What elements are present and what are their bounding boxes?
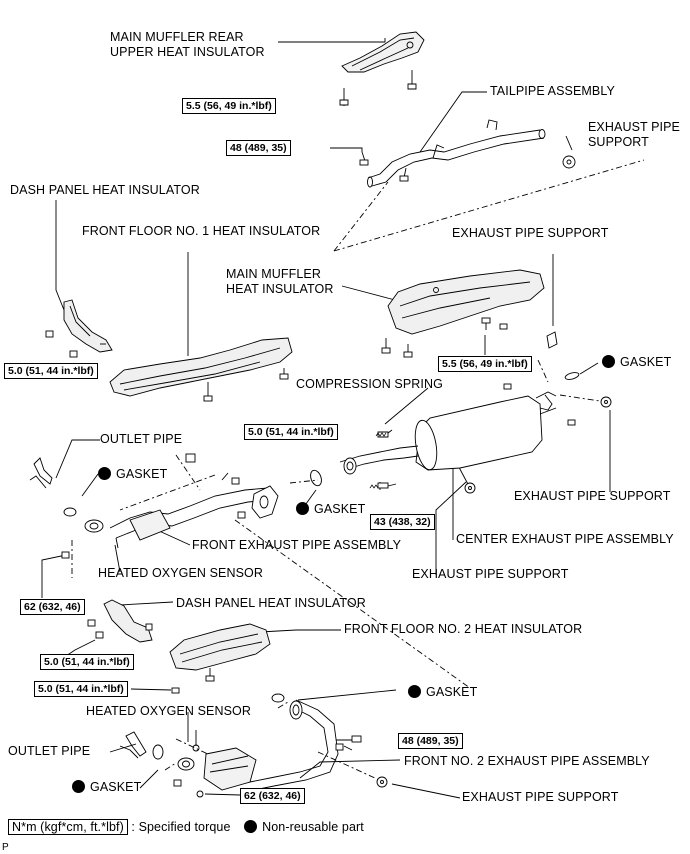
rear-upper-heat-insulator <box>339 31 425 106</box>
non-reusable-dot-icon <box>72 780 85 793</box>
torque-rear-insulator: 5.5 (56, 49 in.*lbf) <box>182 98 276 114</box>
label-outlet-pipe-top: OUTLET PIPE <box>100 432 183 446</box>
label-main-muffler-rear-upper-heat-insulator: MAIN MUFFLER REAR UPPER HEAT INSULATOR <box>110 30 265 60</box>
torque-muffler-insulator: 5.5 (56, 49 in.*lbf) <box>438 356 532 372</box>
label-gasket-left: GASKET <box>98 467 167 482</box>
label-dash-panel-heat-insulator-top: DASH PANEL HEAT INSULATOR <box>10 183 200 197</box>
label-exhaust-pipe-support-top: EXHAUST PIPE SUPPORT <box>588 120 680 149</box>
label-gasket-lower-right: GASKET <box>408 685 477 700</box>
gasket-center-text: GASKET <box>314 502 366 516</box>
label-front-exhaust-pipe-assembly: FRONT EXHAUST PIPE ASSEMBLY <box>192 538 402 552</box>
torque-sensor-bottom: 62 (632, 46) <box>240 788 305 804</box>
torque-spring: 43 (438, 32) <box>370 514 435 530</box>
label-gasket-center: GASKET <box>296 502 365 517</box>
torque-dash-bottom: 5.0 (51, 44 in.*lbf) <box>40 654 134 670</box>
label-outlet-pipe-bottom: OUTLET PIPE <box>8 744 91 758</box>
front-floor-no1-heat-insulator <box>109 337 293 402</box>
front-floor-no2-heat-insulator <box>169 623 271 694</box>
torque-floor2: 5.0 (51, 44 in.*lbf) <box>34 681 128 697</box>
non-reusable-dot-icon <box>408 685 421 698</box>
label-exhaust-pipe-support-bottom: EXHAUST PIPE SUPPORT <box>462 790 619 804</box>
label-gasket-right: GASKET <box>602 355 671 370</box>
torque-tailpipe: 48 (489, 35) <box>226 140 291 156</box>
gasket-lower-right-text: GASKET <box>426 685 478 699</box>
label-exhaust-pipe-support-upper: EXHAUST PIPE SUPPORT <box>452 226 609 240</box>
tailpipe-assembly <box>359 119 576 188</box>
torque-sensor-top: 62 (632, 46) <box>20 599 85 615</box>
label-main-muffler-heat-insulator: MAIN MUFFLER HEAT INSULATOR <box>226 267 334 296</box>
corner-mark: P <box>2 842 9 853</box>
torque-dash-top: 5.0 (51, 44 in.*lbf) <box>4 363 98 379</box>
label-gasket-bottom-left: GASKET <box>72 780 141 795</box>
legend-specified-torque: : Specified torque <box>131 820 231 834</box>
connection-lines <box>71 159 645 785</box>
outlet-pipe-bottom <box>119 731 147 759</box>
gasket-left-text: GASKET <box>116 467 168 481</box>
label-tailpipe-assembly: TAILPIPE ASSEMBLY <box>490 84 615 98</box>
non-reusable-dot-icon <box>602 355 615 368</box>
label-exhaust-pipe-support-mid: EXHAUST PIPE SUPPORT <box>412 567 569 581</box>
gasket-right-text: GASKET <box>620 355 672 369</box>
legend-unit-box: N*m (kgf*cm, ft.*lbf) <box>8 819 128 835</box>
label-front-floor-no1-heat-insulator: FRONT FLOOR NO. 1 HEAT INSULATOR <box>82 224 321 238</box>
center-exhaust-pipe-assembly <box>339 391 557 494</box>
main-muffler-heat-insulator <box>381 269 558 358</box>
legend-non-reusable-dot-icon <box>244 820 258 833</box>
label-dash-panel-heat-insulator-bottom: DASH PANEL HEAT INSULATOR <box>176 596 366 610</box>
label-compression-spring: COMPRESSION SPRING <box>296 377 443 391</box>
dash-panel-heat-insulator-top <box>45 299 113 358</box>
torque-front2: 48 (489, 35) <box>398 733 463 749</box>
label-heated-oxygen-sensor-top: HEATED OXYGEN SENSOR <box>98 566 263 580</box>
non-reusable-dot-icon <box>98 467 111 480</box>
legend-non-reusable: Non-reusable part <box>262 820 364 834</box>
label-exhaust-pipe-support-right: EXHAUST PIPE SUPPORT <box>514 489 671 503</box>
legend: N*m (kgf*cm, ft.*lbf) : Specified torque… <box>8 819 364 835</box>
label-line: MAIN MUFFLER REAR UPPER HEAT INSULATOR <box>110 30 265 59</box>
label-front-no2-exhaust-pipe-assembly: FRONT NO. 2 EXHAUST PIPE ASSEMBLY <box>404 754 650 768</box>
label-front-floor-no2-heat-insulator: FRONT FLOOR NO. 2 HEAT INSULATOR <box>344 622 583 636</box>
torque-floor1: 5.0 (51, 44 in.*lbf) <box>244 424 338 440</box>
dash-panel-heat-insulator-bottom <box>87 599 153 643</box>
gasket-right-parts <box>503 372 612 426</box>
gasket-bottom-left-text: GASKET <box>90 780 142 794</box>
outlet-pipe-top <box>29 457 53 489</box>
label-center-exhaust-pipe-assembly: CENTER EXHAUST PIPE ASSEMBLY <box>456 532 674 546</box>
non-reusable-dot-icon <box>296 502 309 515</box>
front-no2-exhaust-pipe-assembly <box>152 693 388 798</box>
front-exhaust-pipe-assembly <box>61 453 322 559</box>
label-heated-oxygen-sensor-bottom: HEATED OXYGEN SENSOR <box>86 704 251 718</box>
leader-lines <box>41 38 611 799</box>
